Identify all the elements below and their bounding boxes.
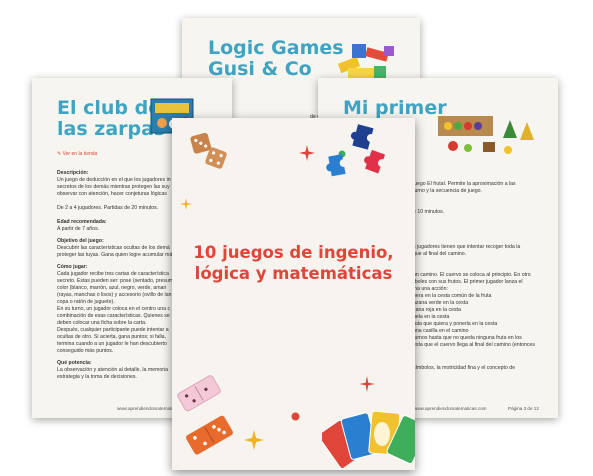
orchard-game-image <box>438 116 534 154</box>
sparkle-icon <box>359 376 375 392</box>
store-link[interactable]: ✎ Ver en la tienda <box>57 151 98 157</box>
paw-icon: ✎ <box>57 151 62 157</box>
puzzle-icon <box>326 124 386 177</box>
cards-icon <box>322 410 415 469</box>
domino-icon <box>177 375 233 455</box>
page-number: Página 3 de 12 <box>508 406 539 411</box>
page-title: Mi primer <box>343 97 447 119</box>
dot-icon <box>291 412 300 421</box>
dice-icon <box>190 132 227 169</box>
sparkle-icon <box>180 198 192 210</box>
page-footer: www.aprendiendomatematicas.com <box>117 406 190 411</box>
cover-page: 10 juegos de ingenio, lógica y matemátic… <box>172 118 415 470</box>
sparkle-icon <box>299 145 315 161</box>
page-footer: www.aprendiendomatematicas.com <box>414 406 487 411</box>
page-body: Descripción: Un juego de deducción en el… <box>57 170 174 380</box>
page-title: El club de las zarpas <box>57 97 166 140</box>
sparkle-icon <box>244 430 264 450</box>
page-title: Logic Games Gusi & Co <box>208 37 344 80</box>
page-body: juego El frutal. Permite la aproximación… <box>413 181 535 371</box>
cover-title: 10 juegos de ingenio, lógica y matemátic… <box>193 243 394 283</box>
